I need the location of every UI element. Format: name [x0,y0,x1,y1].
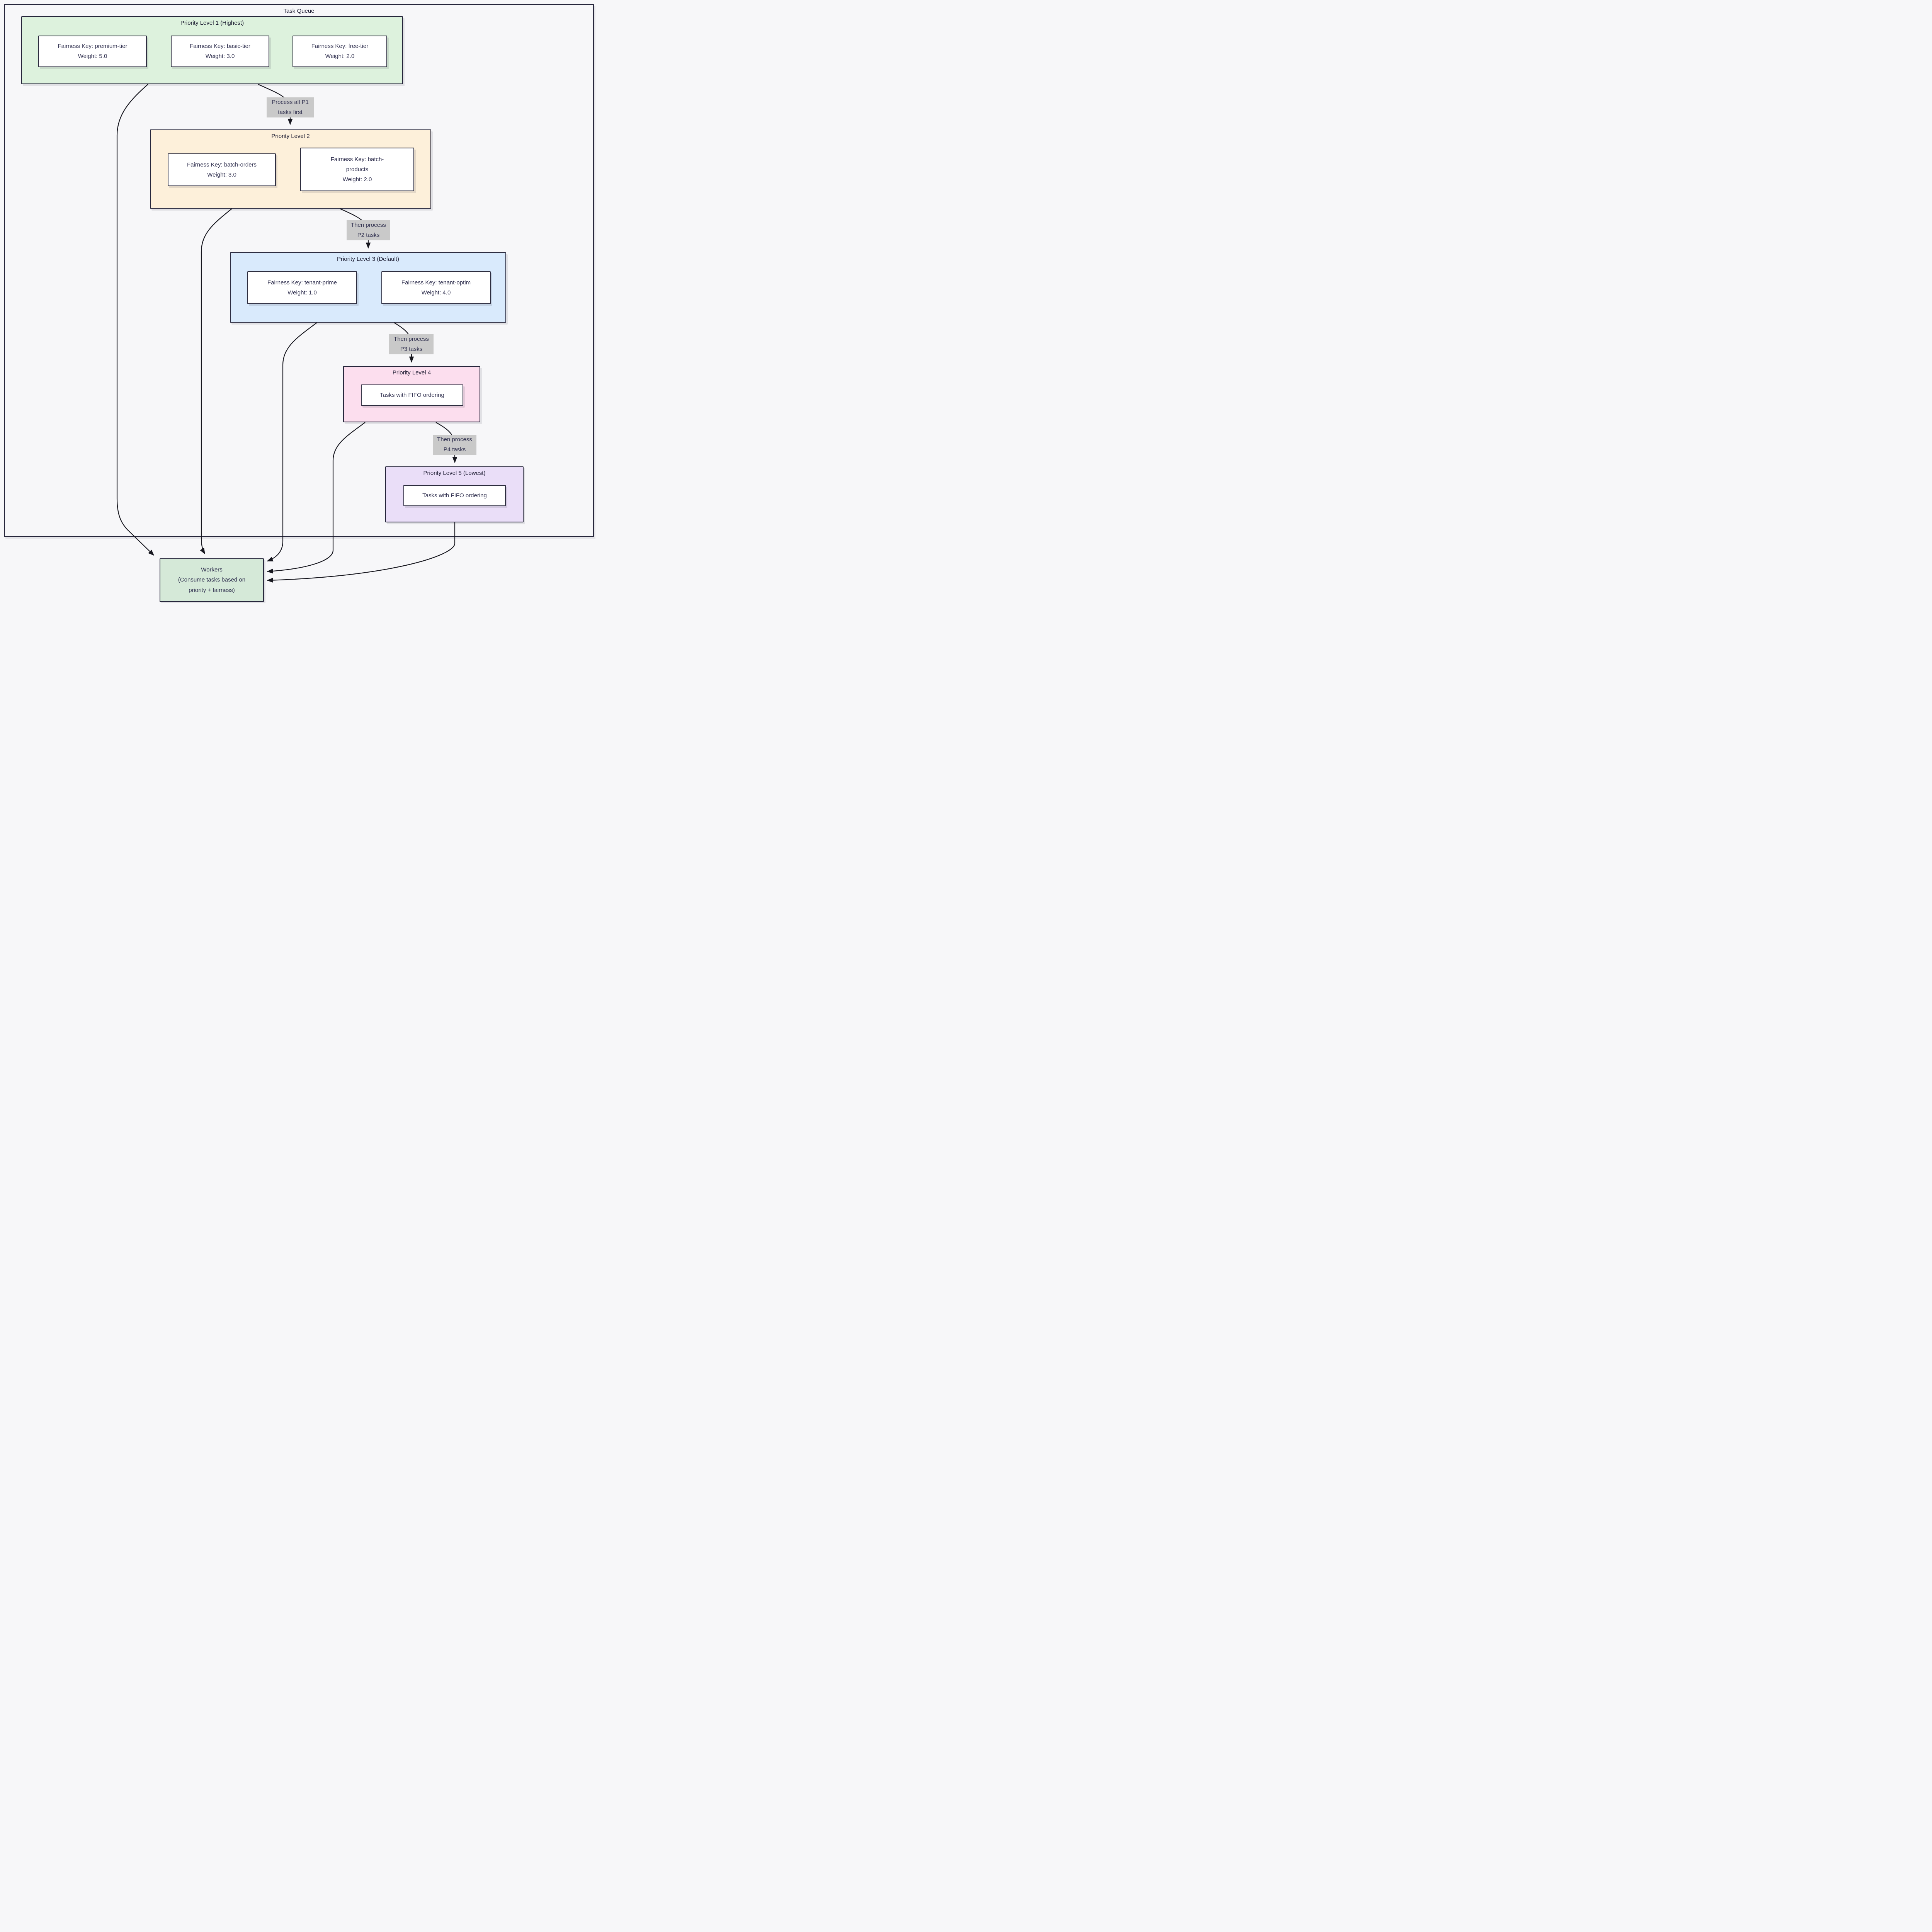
edge-label-line: tasks first [278,109,303,116]
fairness-key-label: Fairness Key: premium-tier [58,43,128,49]
weight-label: Weight: 3.0 [207,171,236,178]
fairness-key-label: Fairness Key: basic-tier [190,43,250,49]
weight-label: Weight: 4.0 [421,289,451,296]
priority-level-5-group: Priority Level 5 (Lowest) Tasks with FIF… [385,466,524,522]
fairness-key-label: Fairness Key: batch-orders [187,161,257,168]
node-fifo-p5: Tasks with FIFO ordering [403,485,506,506]
node-fifo-p4: Tasks with FIFO ordering [361,384,463,406]
priority-level-1-group: Priority Level 1 (Highest) Fairness Key:… [21,16,403,84]
task-queue-title: Task Queue [283,8,315,14]
fifo-label: Tasks with FIFO ordering [380,391,444,398]
edge-label-line: Then process [394,336,429,342]
edge-label-p2-p3: Then process P2 tasks [347,220,390,240]
node-basic-tier: Fairness Key: basic-tier Weight: 3.0 [171,36,269,67]
priority-level-5-title: Priority Level 5 (Lowest) [423,470,486,476]
workers-subtitle-line: (Consume tasks based on [178,577,246,583]
edge-label-line: Process all P1 [272,99,309,105]
fairness-key-label: Fairness Key: tenant-optim [401,279,471,286]
workers-subtitle-line: priority + fairness) [189,587,235,594]
node-premium-tier: Fairness Key: premium-tier Weight: 5.0 [38,36,147,67]
edge-label-line: P4 tasks [443,446,466,453]
priority-level-1-title: Priority Level 1 (Highest) [180,20,244,26]
edge-label-line: P3 tasks [400,346,423,352]
node-free-tier: Fairness Key: free-tier Weight: 2.0 [293,36,387,67]
weight-label: Weight: 2.0 [342,176,372,183]
workers-title: Workers [201,566,223,573]
workers-node: Workers (Consume tasks based on priority… [160,558,264,602]
diagram-canvas: Task Queue Priority Level 1 (Highest) Fa… [0,0,596,603]
weight-label: Weight: 2.0 [325,53,355,60]
fairness-key-label: Fairness Key: batch-products [330,156,384,173]
fairness-key-label: Fairness Key: tenant-prime [267,279,337,286]
node-batch-products: Fairness Key: batch-products Weight: 2.0 [300,148,414,191]
weight-label: Weight: 5.0 [78,53,107,60]
edge-label-p4-p5: Then process P4 tasks [433,435,476,455]
weight-label: Weight: 1.0 [287,289,317,296]
fifo-label: Tasks with FIFO ordering [422,492,487,499]
priority-level-4-group: Priority Level 4 Tasks with FIFO orderin… [343,366,480,422]
priority-level-4-title: Priority Level 4 [392,369,431,376]
priority-level-2-title: Priority Level 2 [271,133,310,139]
edge-label-p1-p2: Process all P1 tasks first [267,97,314,117]
fairness-key-label: Fairness Key: free-tier [311,43,369,49]
node-tenant-prime: Fairness Key: tenant-prime Weight: 1.0 [247,271,357,304]
node-batch-orders: Fairness Key: batch-orders Weight: 3.0 [168,153,276,186]
edge-label-p3-p4: Then process P3 tasks [389,334,434,354]
edge-label-line: Then process [437,436,472,443]
priority-level-3-group: Priority Level 3 (Default) Fairness Key:… [230,252,506,323]
weight-label: Weight: 3.0 [205,53,235,60]
node-tenant-optim: Fairness Key: tenant-optim Weight: 4.0 [381,271,491,304]
edge-label-line: P2 tasks [357,232,380,238]
edge-label-line: Then process [351,222,386,228]
priority-level-3-title: Priority Level 3 (Default) [337,256,399,262]
priority-level-2-group: Priority Level 2 Fairness Key: batch-ord… [150,129,431,209]
